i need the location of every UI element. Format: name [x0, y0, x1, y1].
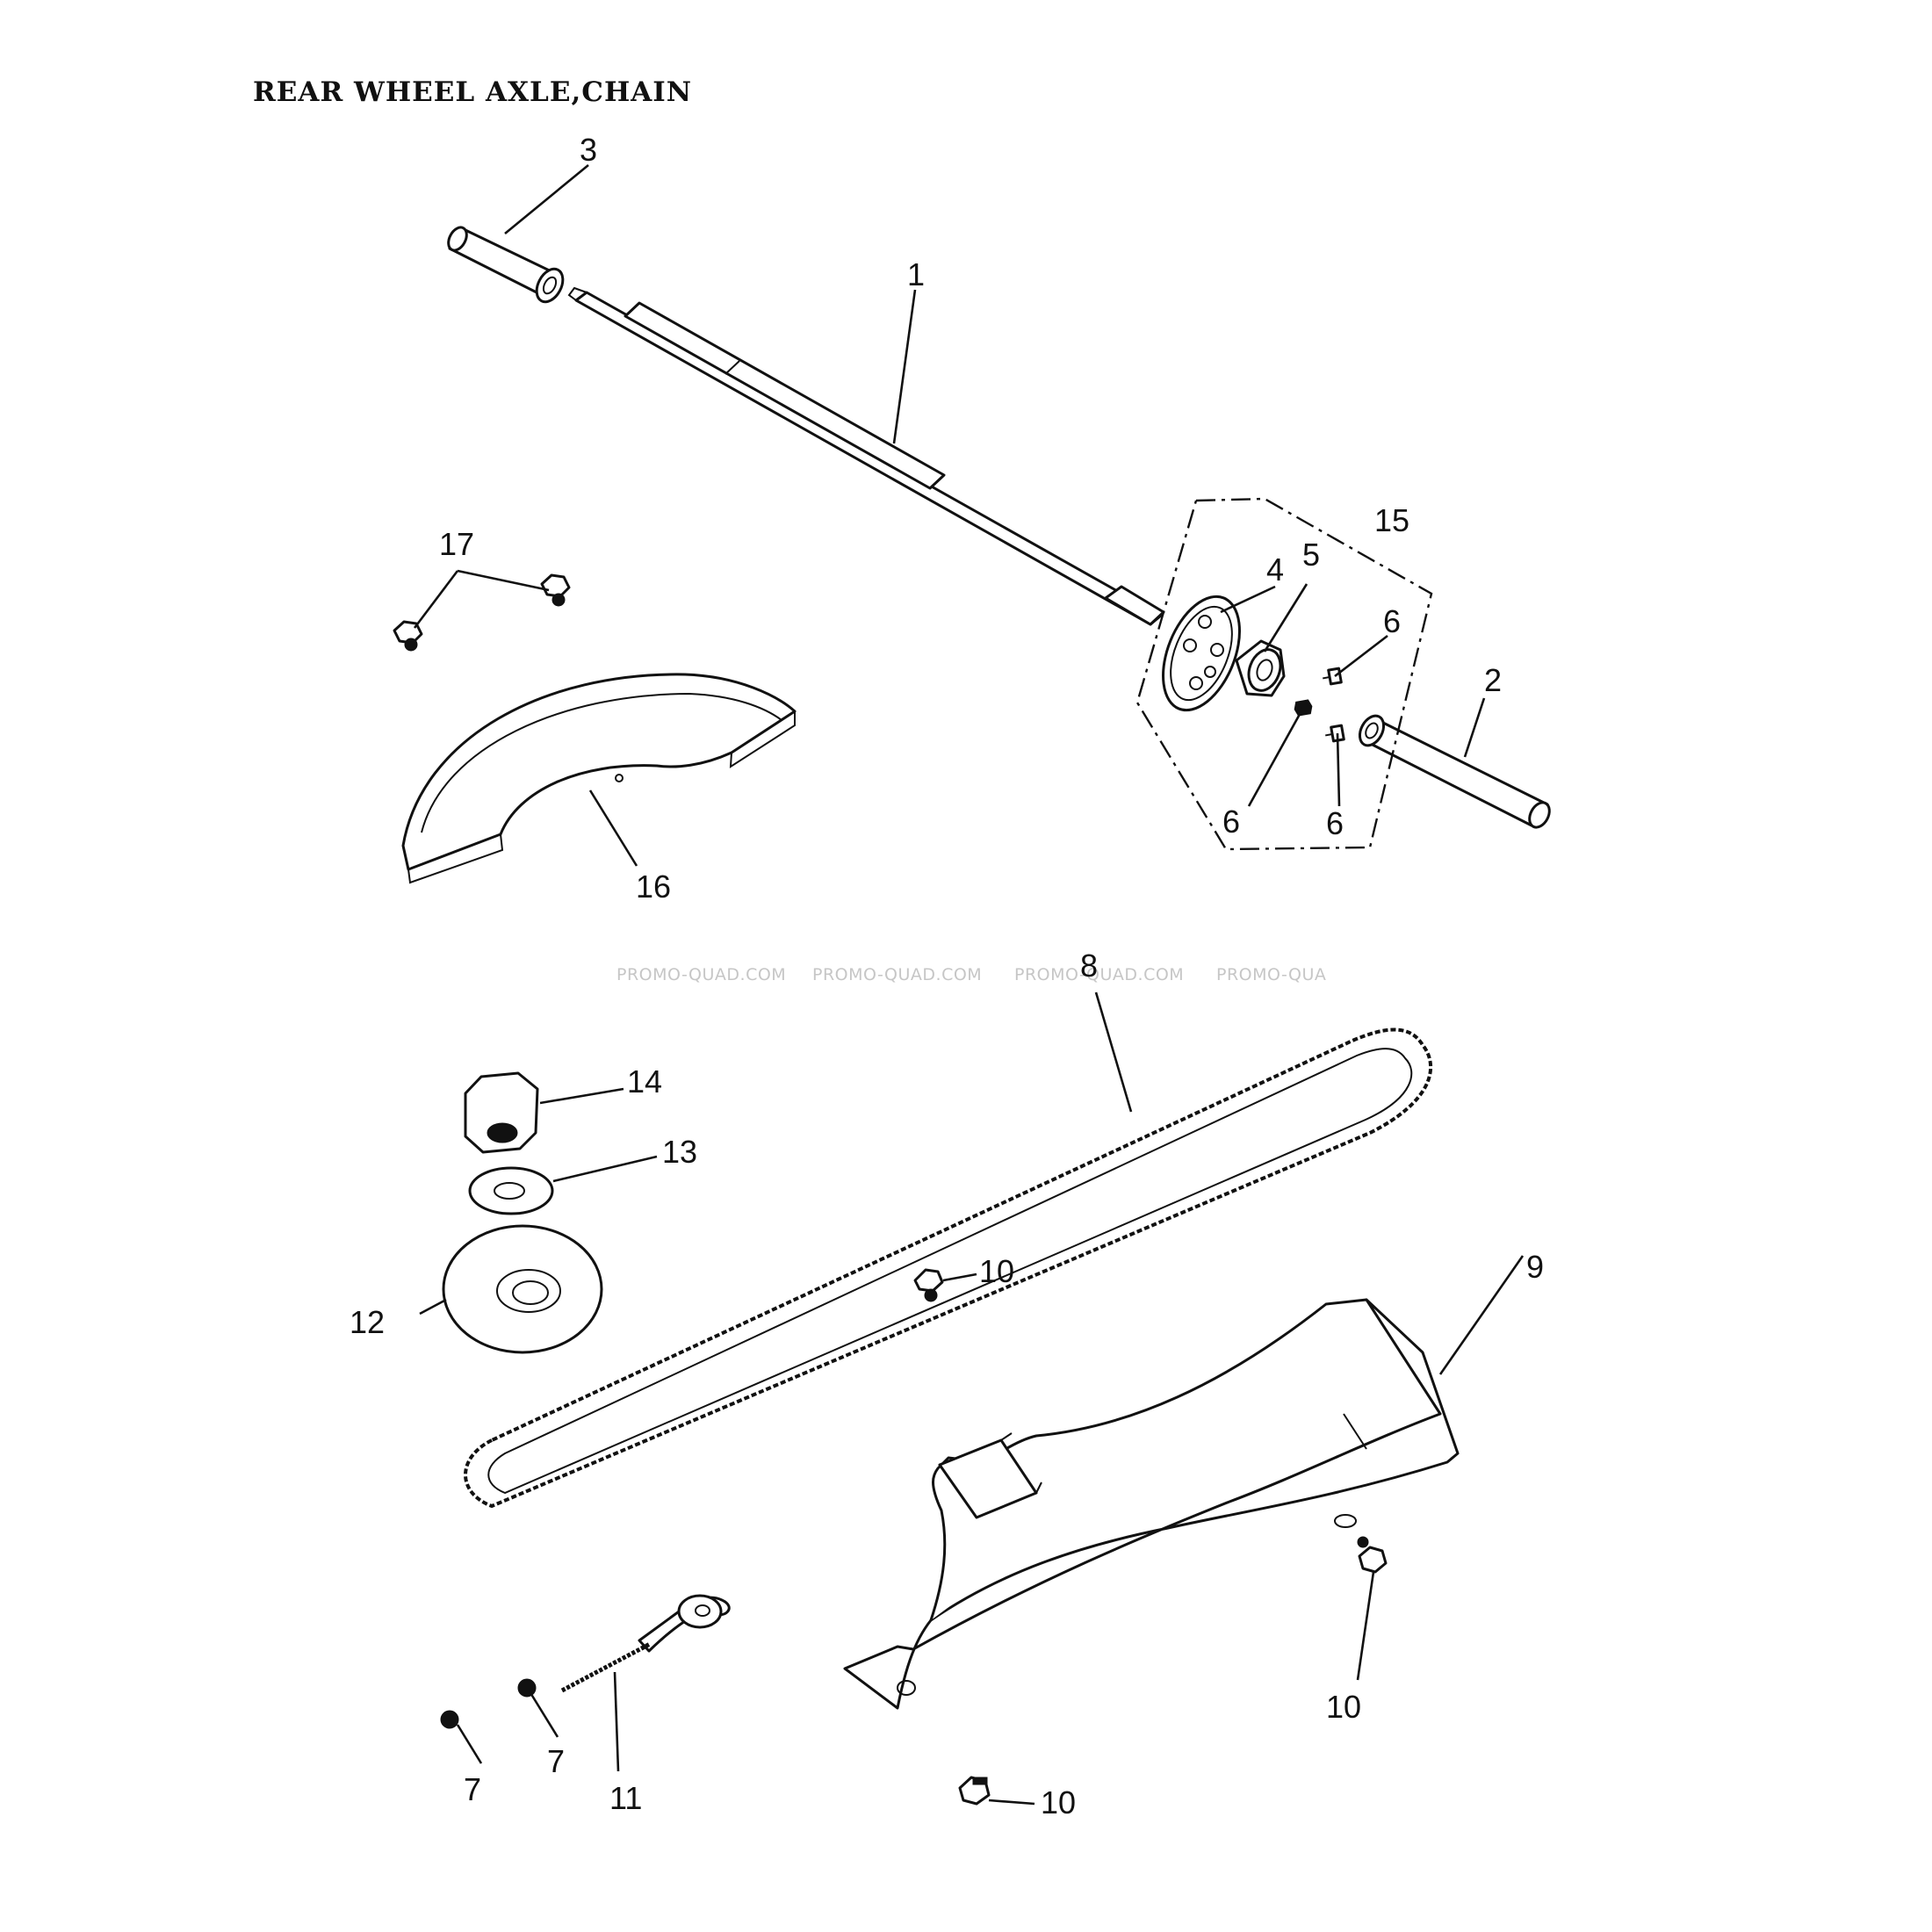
callout-1: 1	[907, 256, 925, 292]
callout-4: 4	[1266, 551, 1284, 588]
chain-guard-lower	[843, 1298, 1460, 1710]
drive-sprocket	[442, 1224, 603, 1354]
chain-adjuster	[560, 1594, 731, 1693]
callout-17: 17	[439, 526, 474, 562]
callout-10c: 10	[1041, 1784, 1076, 1820]
callout-12: 12	[350, 1304, 385, 1340]
callout-7b: 7	[547, 1743, 565, 1779]
rear-axle	[567, 286, 1165, 626]
svg-text:PROMO-QUAD.COM: PROMO-QUAD.COM	[1014, 965, 1184, 984]
callout-10a: 10	[979, 1253, 1014, 1289]
bolt-group-6	[1294, 667, 1345, 743]
watermark: PROMO-QUAD.COM PROMO-QUAD.COM PROMO-QUAD…	[616, 965, 1326, 984]
callout-7a: 7	[464, 1771, 481, 1807]
callout-14: 14	[627, 1063, 662, 1099]
callout-16: 16	[636, 869, 671, 905]
callout-9: 9	[1526, 1249, 1544, 1285]
flange-nut-17	[393, 573, 571, 652]
chain-guard-upper	[401, 673, 797, 884]
callout-8: 8	[1080, 948, 1098, 984]
svg-text:PROMO-QUAD.COM: PROMO-QUAD.COM	[812, 965, 982, 984]
assembly-group-outline	[1135, 497, 1433, 851]
washer	[468, 1166, 554, 1215]
callout-13: 13	[662, 1134, 697, 1170]
diagram-title: REAR WHEEL AXLE,CHAIN	[253, 76, 692, 108]
right-bushing	[1358, 714, 1551, 829]
hub	[1235, 639, 1286, 697]
callout-6c: 6	[1326, 805, 1344, 841]
callout-leaders	[413, 163, 1525, 1806]
callout-3: 3	[580, 132, 597, 168]
hex-nut	[464, 1071, 539, 1154]
svg-text:PROMO-QUA: PROMO-QUA	[1216, 965, 1326, 984]
callout-15: 15	[1374, 502, 1409, 538]
lock-nut-7	[440, 1678, 537, 1729]
callout-2: 2	[1484, 662, 1502, 698]
callout-labels: 3 1 2 4 5 15 6 6 6 17 16 8 14 13 12 10 9…	[350, 132, 1544, 1820]
left-bushing	[447, 226, 565, 304]
callout-10b: 10	[1326, 1689, 1361, 1725]
svg-text:PROMO-QUAD.COM: PROMO-QUAD.COM	[616, 965, 786, 984]
callout-5: 5	[1302, 537, 1320, 573]
flange-bolt-10	[913, 1268, 1388, 1806]
brake-disc	[1162, 595, 1241, 712]
callout-6a: 6	[1383, 603, 1401, 639]
callout-6b: 6	[1222, 804, 1240, 840]
callout-11: 11	[609, 1780, 642, 1816]
drive-chain	[464, 1027, 1433, 1508]
